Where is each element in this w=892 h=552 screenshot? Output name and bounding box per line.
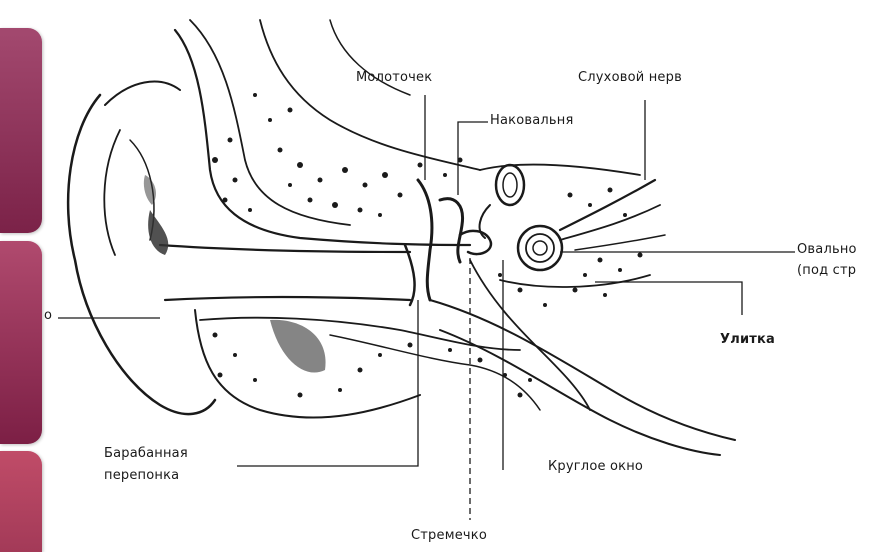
cochlea-spiral	[518, 226, 562, 270]
auricle-outline	[68, 95, 215, 414]
auditory-nerve	[560, 180, 655, 230]
eardrum	[405, 245, 415, 305]
eustachian-tube	[430, 300, 735, 440]
stirrup-bone	[460, 231, 491, 254]
label-eardrum-2: перепонка	[104, 468, 179, 483]
ear-canal-bottom	[165, 297, 410, 300]
semicircular-canal-1	[496, 165, 524, 205]
label-left-cut: о	[44, 308, 52, 323]
label-oval-window-1: Овально	[797, 242, 857, 257]
auricle-inner-fold	[105, 82, 180, 105]
label-round-window: Круглое окно	[548, 459, 643, 474]
label-anvil: Наковальня	[490, 113, 573, 128]
label-eardrum-1: Барабанная	[104, 446, 188, 461]
label-hammer: Молоточек	[356, 70, 432, 85]
anvil-bone	[440, 199, 463, 262]
label-auditory-nerve: Слуховой нерв	[578, 70, 682, 85]
label-oval-window-2: (под стр	[797, 263, 856, 278]
ear-canal-top	[160, 245, 410, 252]
label-cochlea: Улитка	[720, 332, 775, 347]
shaded-areas	[144, 175, 326, 373]
label-stirrup: Стремечко	[411, 528, 487, 543]
hammer-bone	[418, 180, 432, 300]
temporal-bone-upper	[175, 30, 470, 245]
